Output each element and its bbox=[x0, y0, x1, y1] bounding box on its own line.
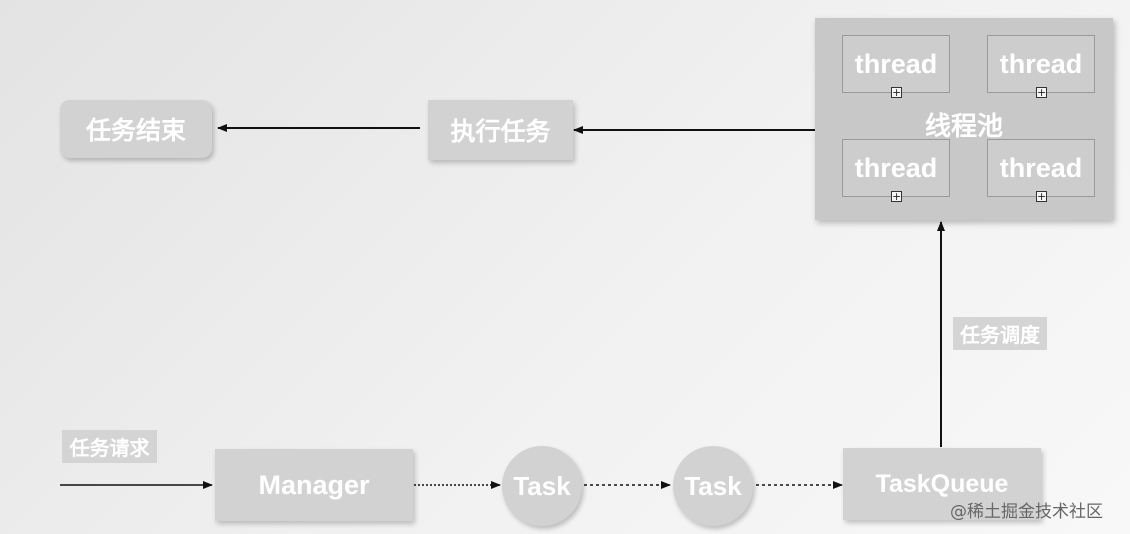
expand-icon[interactable]: + bbox=[1036, 190, 1047, 203]
thread-pool-title: 线程池 bbox=[924, 111, 1003, 141]
task-end-node: 任务结束 bbox=[60, 100, 212, 158]
thread-label: thread bbox=[854, 48, 938, 79]
thread-box: thread + bbox=[987, 35, 1095, 98]
task-queue-label: TaskQueue bbox=[875, 469, 1009, 498]
task-queue-node: TaskQueue bbox=[843, 448, 1041, 520]
thread-box: thread + bbox=[842, 35, 950, 98]
task-label: Task bbox=[513, 470, 571, 501]
manager-label: Manager bbox=[258, 469, 370, 500]
task-dispatch-label: 任务调度 bbox=[953, 317, 1047, 350]
thread-box: thread + bbox=[842, 139, 950, 202]
expand-icon[interactable]: + bbox=[1036, 86, 1047, 99]
task-node-1: Task bbox=[502, 446, 582, 526]
thread-label: thread bbox=[999, 48, 1083, 79]
thread-label: thread bbox=[854, 152, 938, 183]
task-end-label: 任务结束 bbox=[85, 117, 186, 145]
expand-icon[interactable]: + bbox=[891, 190, 902, 203]
expand-icon[interactable]: + bbox=[891, 86, 902, 99]
thread-box: thread + bbox=[987, 139, 1095, 202]
execute-task-label: 执行任务 bbox=[450, 118, 551, 146]
watermark: @稀土掘金技术社区 bbox=[950, 502, 1103, 522]
execute-task-node: 执行任务 bbox=[428, 100, 573, 160]
task-label: Task bbox=[684, 470, 742, 501]
thread-label: thread bbox=[999, 152, 1083, 183]
task-request-label: 任务请求 bbox=[62, 430, 157, 463]
task-node-2: Task bbox=[673, 446, 753, 526]
manager-node: Manager bbox=[215, 449, 413, 521]
thread-pool: thread + thread + 线程池 thread + thread + bbox=[815, 18, 1113, 220]
